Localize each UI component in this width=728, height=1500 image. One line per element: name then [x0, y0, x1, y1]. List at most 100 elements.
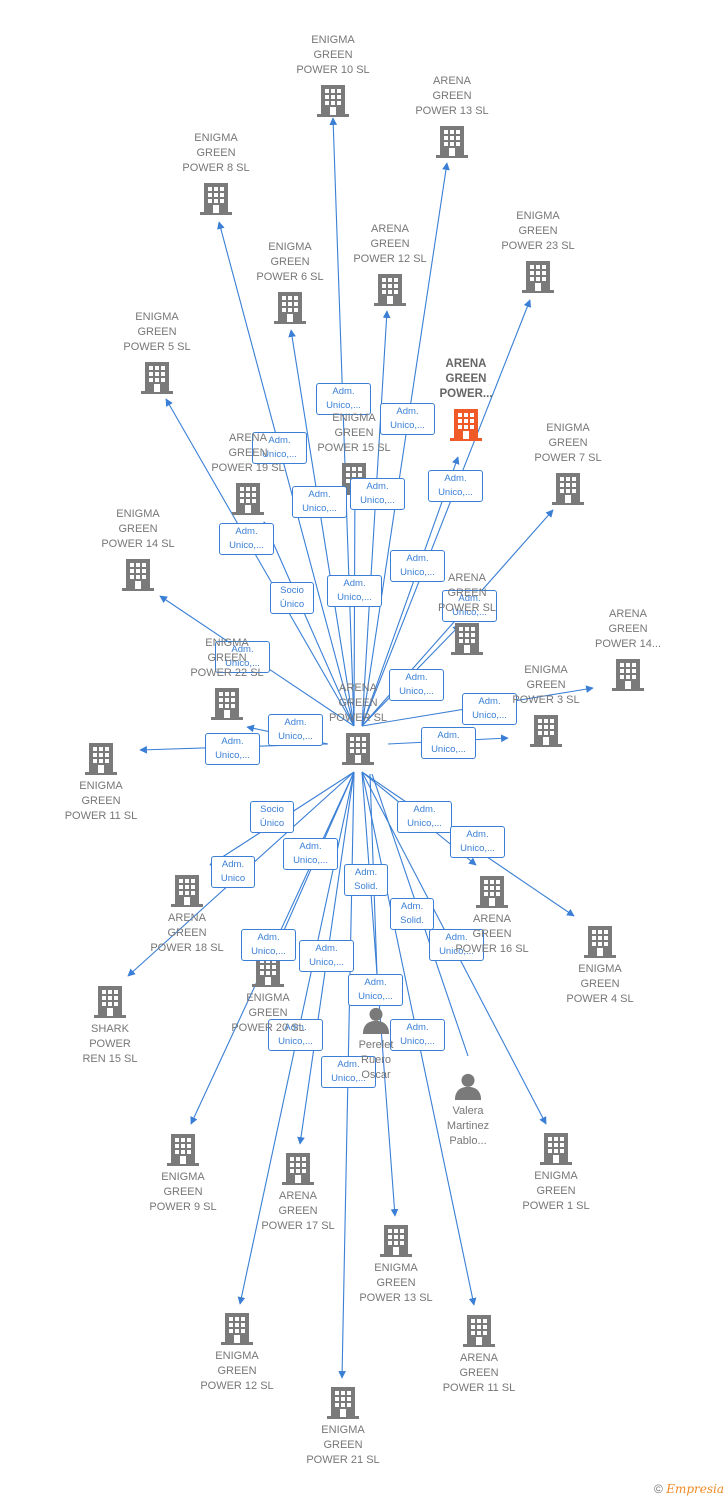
- node-label[interactable]: Valera Martinez Pablo...: [446, 1105, 490, 1147]
- person-icon[interactable]: [362, 1007, 390, 1034]
- edge-label[interactable]: Adm. Unico,...: [268, 1019, 323, 1051]
- building-icon[interactable]: [122, 559, 154, 591]
- edge-label[interactable]: Adm. Unico,...: [428, 470, 483, 502]
- node-label[interactable]: SHARK POWER REN 15 SL: [82, 1023, 138, 1065]
- edge-label[interactable]: Adm. Unico,...: [429, 929, 484, 961]
- edge-label[interactable]: Adm. Unico,...: [252, 432, 307, 464]
- edge-label[interactable]: Adm. Unico,...: [215, 641, 270, 673]
- person-icon[interactable]: [454, 1073, 482, 1100]
- node-label[interactable]: ARENA GREEN POWER SL: [328, 682, 388, 724]
- edge-label[interactable]: Adm. Unico,...: [348, 974, 403, 1006]
- node-label[interactable]: ARENA GREEN POWER 19 SL: [211, 432, 285, 474]
- edge-label[interactable]: Adm. Unico: [211, 856, 255, 888]
- node-label[interactable]: ENIGMA GREEN POWER 22 SL: [190, 637, 264, 679]
- building-icon[interactable]: [94, 986, 126, 1018]
- edge-label[interactable]: Adm. Unico,...: [316, 383, 371, 415]
- credit: © Empresia: [654, 1482, 724, 1496]
- node-label[interactable]: ENIGMA GREEN POWER 15 SL: [317, 412, 391, 454]
- node-label[interactable]: ARENA GREEN POWER SL: [437, 572, 497, 614]
- node-label[interactable]: ENIGMA GREEN POWER 13 SL: [359, 1262, 433, 1304]
- building-icon[interactable]: [317, 85, 349, 117]
- node-label[interactable]: ARENA GREEN POWER 17 SL: [261, 1190, 335, 1232]
- edge-label[interactable]: Adm. Unico,...: [389, 669, 444, 701]
- node-label[interactable]: ARENA GREEN POWER 12 SL: [353, 223, 427, 265]
- edge-label[interactable]: Adm. Unico,...: [241, 929, 296, 961]
- node-label[interactable]: ENIGMA GREEN POWER 5 SL: [123, 311, 191, 353]
- node-label[interactable]: ARENA GREEN POWER 18 SL: [150, 912, 224, 954]
- edge-label[interactable]: Adm. Unico,...: [421, 727, 476, 759]
- node-label[interactable]: ENIGMA GREEN POWER 12 SL: [200, 1350, 274, 1392]
- building-icon[interactable]: [85, 743, 117, 775]
- edge-label[interactable]: Socio Único: [250, 801, 294, 833]
- building-icon[interactable]: [584, 926, 616, 958]
- building-icon[interactable]: [374, 274, 406, 306]
- building-icon[interactable]: [463, 1315, 495, 1347]
- building-icon[interactable]: [171, 875, 203, 907]
- edge-label[interactable]: Adm. Unico,...: [299, 940, 354, 972]
- building-icon[interactable]: [451, 623, 483, 655]
- node-label[interactable]: ARENA GREEN POWER...: [439, 358, 493, 400]
- building-icon[interactable]: [327, 1387, 359, 1419]
- node-label[interactable]: ARENA GREEN POWER 13 SL: [415, 75, 489, 117]
- edge-label[interactable]: Adm. Unico,...: [219, 523, 274, 555]
- edge-label[interactable]: Adm. Unico,...: [450, 826, 505, 858]
- edge-label[interactable]: Adm. Unico,...: [321, 1056, 376, 1088]
- edge-label[interactable]: Adm. Unico,...: [283, 838, 338, 870]
- edge-label[interactable]: Adm. Unico,...: [390, 550, 445, 582]
- edge-label[interactable]: Adm. Unico,...: [292, 486, 347, 518]
- node-label[interactable]: ENIGMA GREEN POWER 4 SL: [566, 963, 634, 1005]
- building-icon[interactable]: [200, 183, 232, 215]
- edge-label[interactable]: Adm. Solid.: [390, 898, 434, 930]
- building-icon[interactable]: [342, 733, 374, 765]
- edge-label[interactable]: Adm. Unico,...: [327, 575, 382, 607]
- edge-label[interactable]: Adm. Unico,...: [397, 801, 452, 833]
- icon-layer: [85, 85, 644, 1419]
- node-label[interactable]: ENIGMA GREEN POWER 9 SL: [149, 1171, 217, 1213]
- node-label[interactable]: ARENA GREEN POWER 11 SL: [442, 1352, 516, 1394]
- building-icon[interactable]: [141, 362, 173, 394]
- building-icon[interactable]: [530, 715, 562, 747]
- edge-label[interactable]: Adm. Unico,...: [462, 693, 517, 725]
- node-label[interactable]: ENIGMA GREEN POWER 14 SL: [101, 508, 175, 550]
- node-label[interactable]: ENIGMA GREEN POWER 10 SL: [296, 34, 370, 76]
- building-icon[interactable]: [380, 1225, 412, 1257]
- building-icon[interactable]: [540, 1133, 572, 1165]
- building-icon[interactable]: [167, 1134, 199, 1166]
- brand-name[interactable]: Empresia: [666, 1482, 724, 1496]
- node-label[interactable]: ENIGMA GREEN POWER 1 SL: [522, 1170, 590, 1212]
- building-icon[interactable]: [282, 1153, 314, 1185]
- node-label[interactable]: ARENA GREEN POWER 14...: [594, 608, 662, 650]
- node-label[interactable]: ENIGMA GREEN POWER 3 SL: [512, 664, 580, 706]
- building-icon[interactable]: [552, 473, 584, 505]
- node-label[interactable]: ENIGMA GREEN POWER 23 SL: [501, 210, 575, 252]
- edge-label[interactable]: Adm. Unico,...: [268, 714, 323, 746]
- edge-label[interactable]: Adm. Unico,...: [442, 590, 497, 622]
- edge-label[interactable]: Adm. Unico,...: [205, 733, 260, 765]
- edge-label[interactable]: Adm. Solid.: [344, 864, 388, 896]
- node-label[interactable]: ENIGMA GREEN POWER 11 SL: [64, 780, 138, 822]
- node-label[interactable]: Perelet Ruero Oscar: [358, 1039, 394, 1081]
- building-icon[interactable]: [476, 876, 508, 908]
- copyright-symbol: ©: [654, 1482, 663, 1496]
- edge-n0-n8: [165, 398, 355, 727]
- building-icon[interactable]: [221, 1313, 253, 1345]
- node-label[interactable]: ENIGMA GREEN POWER 8 SL: [182, 132, 250, 174]
- building-icon[interactable]: [232, 483, 264, 515]
- building-icon[interactable]: [522, 261, 554, 293]
- node-label[interactable]: ARENA GREEN POWER 16 SL: [455, 913, 529, 955]
- edge-n0-n5: [361, 299, 532, 727]
- edge-label[interactable]: Adm. Unico,...: [350, 478, 405, 510]
- node-label[interactable]: ENIGMA GREEN POWER 21 SL: [306, 1424, 380, 1466]
- building-icon[interactable]: [612, 659, 644, 691]
- building-icon[interactable]: [274, 292, 306, 324]
- edge-label[interactable]: Adm. Unico,...: [390, 1019, 445, 1051]
- node-label[interactable]: ENIGMA GREEN POWER 7 SL: [534, 422, 602, 464]
- building-icon[interactable]: [211, 688, 243, 720]
- edge-n0-n1: [329, 117, 355, 727]
- edge-label[interactable]: Socio Único: [270, 582, 314, 614]
- building-icon[interactable]: [436, 126, 468, 158]
- building-icon[interactable]: [450, 409, 482, 441]
- node-label[interactable]: ENIGMA GREEN POWER 20 SL: [231, 992, 305, 1034]
- edge-label[interactable]: Adm. Unico,...: [380, 403, 435, 435]
- node-label[interactable]: ENIGMA GREEN POWER 6 SL: [256, 241, 324, 283]
